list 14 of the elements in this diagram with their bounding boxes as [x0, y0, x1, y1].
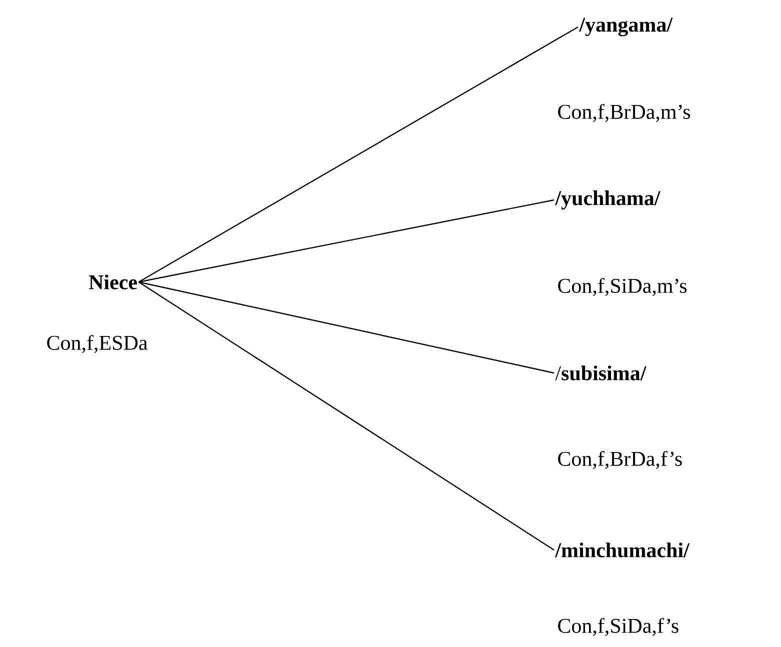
connector-line [138, 26, 578, 282]
term-text: /yuchhama/ [555, 190, 660, 210]
connector-line [138, 199, 554, 283]
node-caption: Con,f,SiDa,m’s [558, 278, 687, 296]
node-caption: Con,f,BrDa,f’s [558, 450, 682, 469]
node-caption: Con,f,ESDa [47, 334, 148, 353]
connector-line [138, 281, 554, 374]
connector-line [138, 281, 554, 550]
term-text: /minchumachi/ [555, 542, 690, 558]
term-text: /subisima/ [555, 366, 646, 380]
term-text: Niece [88, 274, 137, 290]
node-caption: Con,f,SiDa,f’s [558, 618, 678, 636]
term-text: /yangama/ [579, 18, 673, 36]
node-caption: Con,f,BrDa,m’s [558, 104, 690, 122]
